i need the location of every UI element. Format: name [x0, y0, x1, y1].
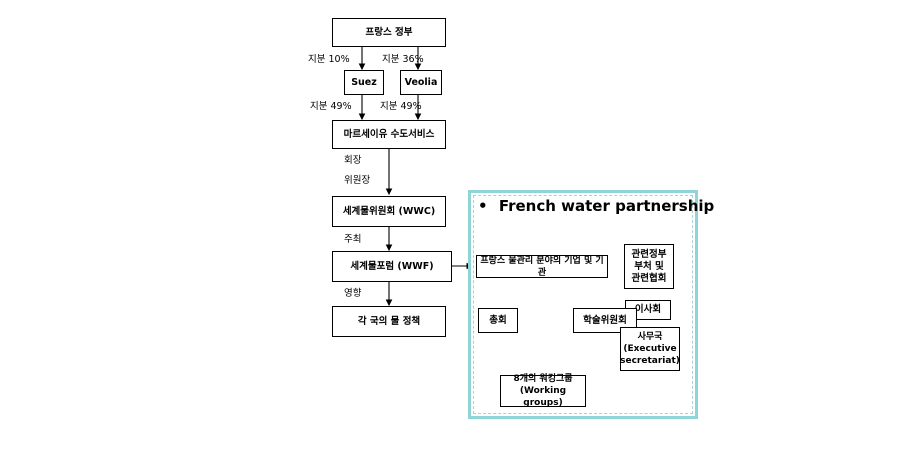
suez-box: Suez	[344, 70, 384, 95]
working-groups-line2: (Working groups)	[519, 386, 567, 408]
policy-label: 각 국의 물 정책	[357, 315, 421, 327]
secretariat-line3: secretariat)	[620, 356, 680, 366]
companies-label: 프랑스 물관리 분야의 기업 및 기관	[480, 255, 604, 278]
gov-assoc-line3: 관련협회	[631, 272, 667, 284]
partnership-title-text: French water partnership	[498, 197, 715, 215]
companies-box: 프랑스 물관리 분야의 기업 및 기관	[476, 255, 608, 278]
wwc-box: 세계물위원회 (WWC)	[332, 196, 446, 227]
suez-label: Suez	[351, 76, 377, 88]
france-government-box: 프랑스 정부	[332, 18, 446, 47]
secretariat-box: 사무국 (Executive secretariat)	[620, 327, 680, 371]
wwf-box: 세계물포럼 (WWF)	[332, 251, 452, 282]
role-chair-label: 회장	[344, 155, 362, 166]
stake-left-label: 지분 49%	[310, 101, 352, 112]
secretariat-line2: (Executive	[623, 344, 677, 354]
stake-right-label: 지분 49%	[380, 101, 422, 112]
board-label: 이사회	[634, 304, 662, 315]
role-president-label: 위원장	[344, 175, 371, 186]
gov-assoc-line2: 부처 및	[634, 260, 664, 272]
partnership-bullet: •	[478, 197, 488, 215]
marseille-water-box: 마르세이유 수도서비스	[332, 120, 446, 149]
veolia-box: Veolia	[400, 70, 442, 95]
veolia-label: Veolia	[404, 76, 438, 88]
working-groups-line1: 8개의 워킹그룹	[513, 374, 573, 384]
academic-committee-label: 학술위원회	[583, 314, 627, 326]
wwf-label: 세계물포럼 (WWF)	[350, 260, 434, 272]
gov-assoc-line1: 관련정부	[631, 248, 667, 260]
influence-label: 영향	[344, 288, 362, 299]
france-government-label: 프랑스 정부	[365, 26, 413, 38]
wwc-label: 세계물위원회 (WWC)	[342, 205, 436, 217]
gov-assoc-box: 관련정부 부처 및 관련협회	[624, 244, 674, 289]
host-label: 주최	[344, 234, 362, 245]
stake-suez-label: 지분 10%	[308, 54, 350, 65]
general-assembly-box: 총회	[478, 308, 518, 333]
policy-box: 각 국의 물 정책	[332, 306, 446, 337]
partnership-title: • French water partnership	[478, 197, 714, 215]
working-groups-box: 8개의 워킹그룹 (Working groups)	[500, 374, 586, 408]
stake-veolia-label: 지분 36%	[382, 54, 424, 65]
secretariat-line1: 사무국	[637, 332, 663, 342]
partnership-panel-inner	[473, 195, 693, 414]
marseille-water-label: 마르세이유 수도서비스	[343, 128, 435, 140]
general-assembly-label: 총회	[489, 314, 507, 326]
